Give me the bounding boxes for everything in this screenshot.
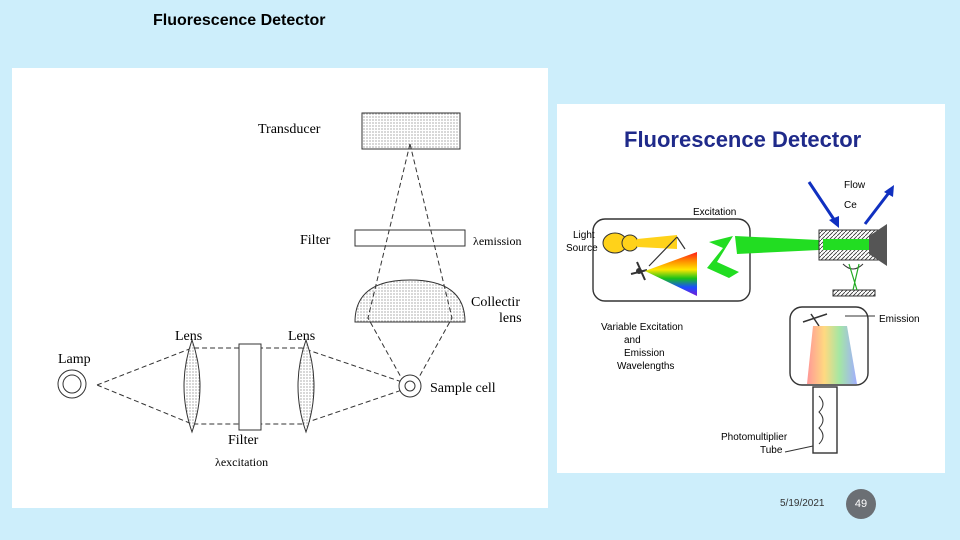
- pmt-pointer: [784, 445, 814, 453]
- collecting-lens-label-2: lens: [499, 311, 522, 326]
- excitation-zigzag: [648, 236, 686, 267]
- variable-label-3: Emission: [624, 348, 665, 359]
- emission-grating: [802, 313, 828, 327]
- slide-date: 5/19/2021: [780, 498, 825, 509]
- left-lens: [183, 338, 201, 434]
- flow-arrow-out-head: [884, 185, 894, 197]
- flow-cell-flare: [869, 224, 887, 266]
- page-number-badge: 49: [846, 489, 876, 519]
- flow-arrow-in: [807, 181, 839, 225]
- collecting-lens: [354, 279, 466, 323]
- light-label: Light: [573, 230, 595, 241]
- source-label: Source: [566, 243, 598, 254]
- illustration-title: Fluorescence Detector: [624, 127, 862, 152]
- lamp-beam: [637, 235, 677, 249]
- flow-arrow-out: [863, 189, 893, 225]
- pmt-label-2: Tube: [760, 445, 783, 456]
- filter-bottom-label: Filter: [228, 433, 259, 448]
- transducer-box: [361, 112, 461, 150]
- right-lens: [297, 338, 315, 434]
- transducer-label: Transducer: [258, 122, 321, 137]
- lamp-bulb-2: [621, 234, 639, 252]
- emission-label: Emission: [879, 314, 920, 325]
- lambda-emission-label: λemission: [473, 234, 522, 248]
- photomultiplier-dynodes: [818, 395, 824, 445]
- schematic-diagram-panel: Transducer Filter λemission Collectir le…: [12, 68, 548, 508]
- lamp-inner: [62, 374, 82, 394]
- flow-label: Flow: [844, 180, 866, 191]
- slide-title: Fluorescence Detector: [153, 12, 326, 29]
- variable-label-2: and: [624, 335, 641, 346]
- source-housing: [592, 218, 751, 302]
- excitation-beam-green: [735, 236, 819, 254]
- variable-label-1: Variable Excitation: [601, 322, 683, 333]
- lamp-label: Lamp: [58, 352, 91, 367]
- lens-right-label: Lens: [288, 329, 315, 344]
- lambda-excitation-label: λexcitation: [215, 455, 268, 469]
- flow-cell-channel: [823, 239, 877, 250]
- emission-lens: [842, 263, 864, 270]
- excitation-label: Excitation: [693, 207, 736, 218]
- emission-filter: [354, 229, 466, 247]
- pmt-label-1: Photomultiplier: [721, 432, 788, 443]
- excitation-filter: [238, 343, 262, 431]
- filter-top-label: Filter: [300, 233, 331, 248]
- emission-housing: [789, 306, 869, 386]
- sample-cell-label: Sample cell: [430, 381, 496, 396]
- sample-cell-inner: [404, 380, 416, 392]
- green-zigzag: [707, 236, 739, 278]
- collecting-lens-label-1: Collectir: [471, 295, 520, 310]
- flow-arrow-in-head: [829, 216, 839, 228]
- variable-label-4: Wavelengths: [617, 361, 674, 372]
- photomultiplier-tube: [812, 386, 838, 454]
- dispersion-rainbow: [645, 252, 697, 296]
- detector-illustration: Fluorescence Detector Excitation Light S…: [566, 127, 920, 456]
- emission-slit: [832, 289, 876, 297]
- schematic-diagram: Transducer Filter λemission Collectir le…: [57, 112, 522, 469]
- emission-rainbow: [807, 326, 857, 384]
- lens-left-label: Lens: [175, 329, 202, 344]
- emission-ray: [848, 263, 860, 291]
- detector-illustration-panel: Fluorescence Detector Excitation Light S…: [557, 104, 945, 473]
- cell-label: Ce: [844, 200, 857, 211]
- grating-pivot: [636, 268, 642, 274]
- emission-beam: [367, 143, 453, 389]
